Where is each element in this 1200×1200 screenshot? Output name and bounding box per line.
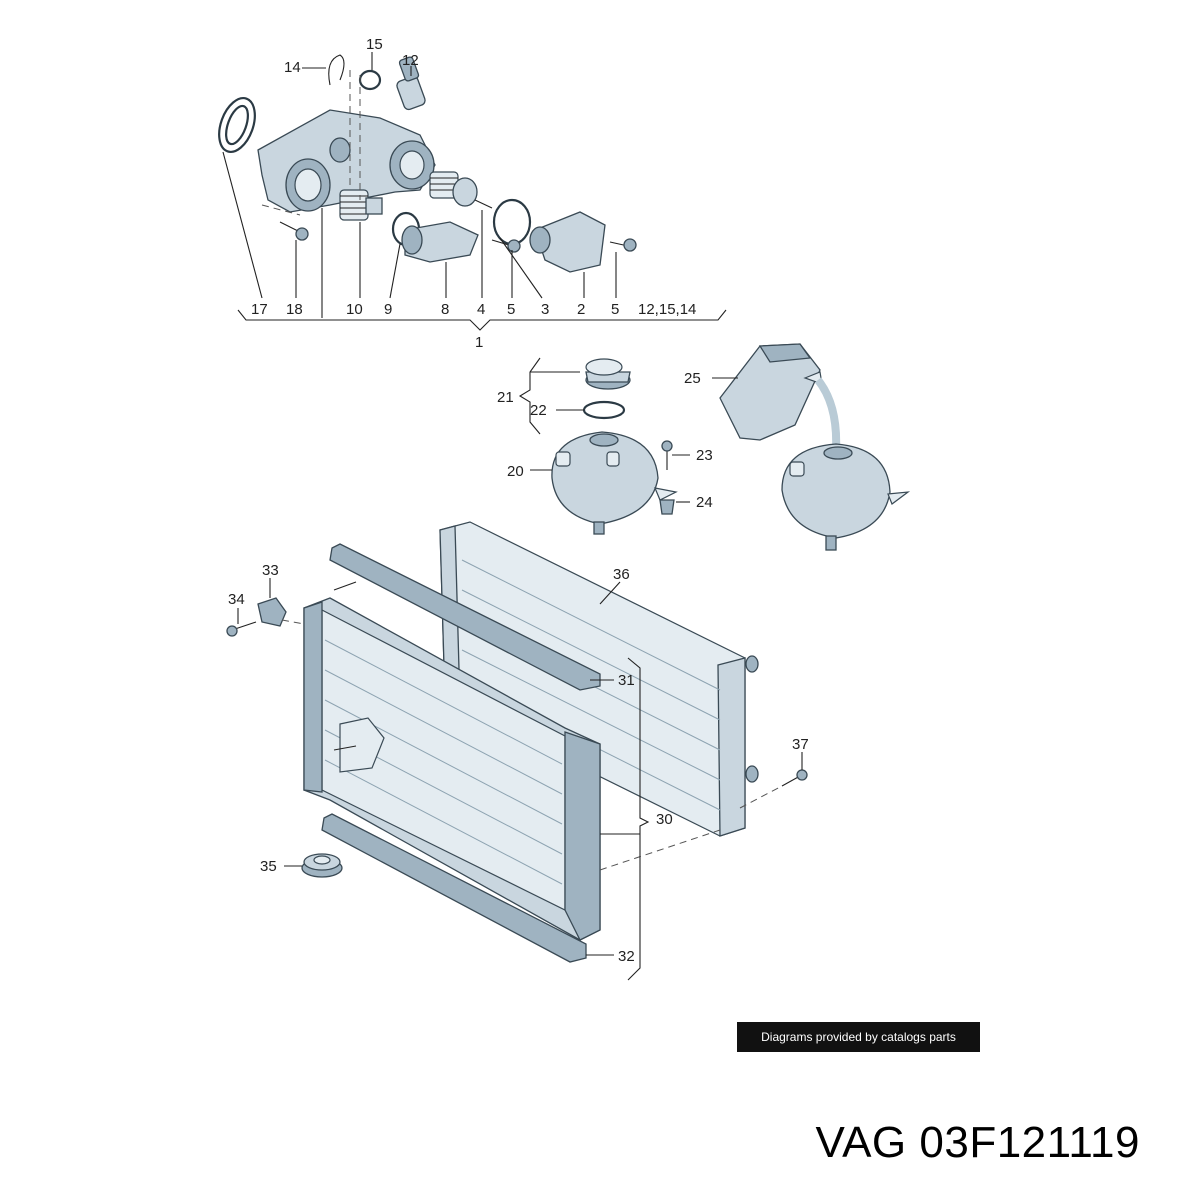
o-ring-17	[218, 97, 256, 153]
seal-strip-32	[321, 813, 587, 963]
label-12-15-14: 12,15,14	[638, 301, 696, 318]
label-34: 34	[228, 591, 245, 608]
label-4: 4	[477, 301, 485, 318]
label-5-first: 5	[507, 301, 515, 318]
label-25: 25	[684, 370, 701, 387]
top-callouts: 14 15 12 17 18 10 9 8 4 5 3 2 5 12,15,14…	[251, 36, 696, 351]
tank-20	[551, 431, 659, 525]
connection-2	[534, 211, 606, 273]
label-22: 22	[530, 402, 547, 419]
part-number-title: VAG 03F121119	[815, 1118, 1140, 1167]
thermostat-housing-assembly	[218, 52, 727, 331]
credit-badge: Diagrams provided by catalogs parts	[737, 1022, 980, 1052]
label-12: 12	[402, 52, 419, 69]
o-ring-15	[358, 69, 382, 91]
bolt-5b	[609, 238, 637, 252]
bolt-18	[279, 221, 309, 241]
seal-ring-22	[582, 400, 626, 420]
expansion-tank-group	[518, 343, 911, 551]
label-2: 2	[577, 301, 585, 318]
label-31: 31	[618, 672, 635, 689]
radiator-callouts: 33 34 36 31 30 32 35 37	[228, 562, 809, 965]
label-3: 3	[541, 301, 549, 318]
label-1: 1	[475, 334, 483, 351]
label-10: 10	[346, 301, 363, 318]
label-21: 21	[497, 389, 514, 406]
label-30: 30	[656, 811, 673, 828]
thermostat-4	[429, 171, 493, 209]
label-24: 24	[696, 494, 713, 511]
seal-strip-31	[329, 543, 601, 691]
tank-callouts: 21 22 20 23 24 25	[497, 370, 713, 511]
label-36: 36	[613, 566, 630, 583]
clip-14	[328, 54, 345, 86]
o-ring-3	[492, 198, 532, 246]
label-33: 33	[262, 562, 279, 579]
label-35: 35	[260, 858, 277, 875]
label-5-second: 5	[611, 301, 619, 318]
label-20: 20	[507, 463, 524, 480]
radiator-group	[226, 521, 808, 981]
clip-24	[659, 499, 675, 515]
tank-illustration	[781, 443, 891, 539]
bolt-5a	[491, 239, 521, 253]
label-15: 15	[366, 36, 383, 53]
bolt-34	[226, 625, 238, 637]
label-9: 9	[384, 301, 392, 318]
bracket-33	[257, 597, 287, 627]
cap-21	[585, 358, 623, 376]
label-17: 17	[251, 301, 268, 318]
label-37: 37	[792, 736, 809, 753]
label-14: 14	[284, 59, 301, 76]
label-32: 32	[618, 948, 635, 965]
label-8: 8	[441, 301, 449, 318]
label-23: 23	[696, 447, 713, 464]
bolt-23	[661, 440, 673, 452]
bolt-37	[796, 769, 808, 781]
thermostat-10	[339, 189, 383, 221]
flange-8	[404, 221, 479, 263]
label-18: 18	[286, 301, 303, 318]
